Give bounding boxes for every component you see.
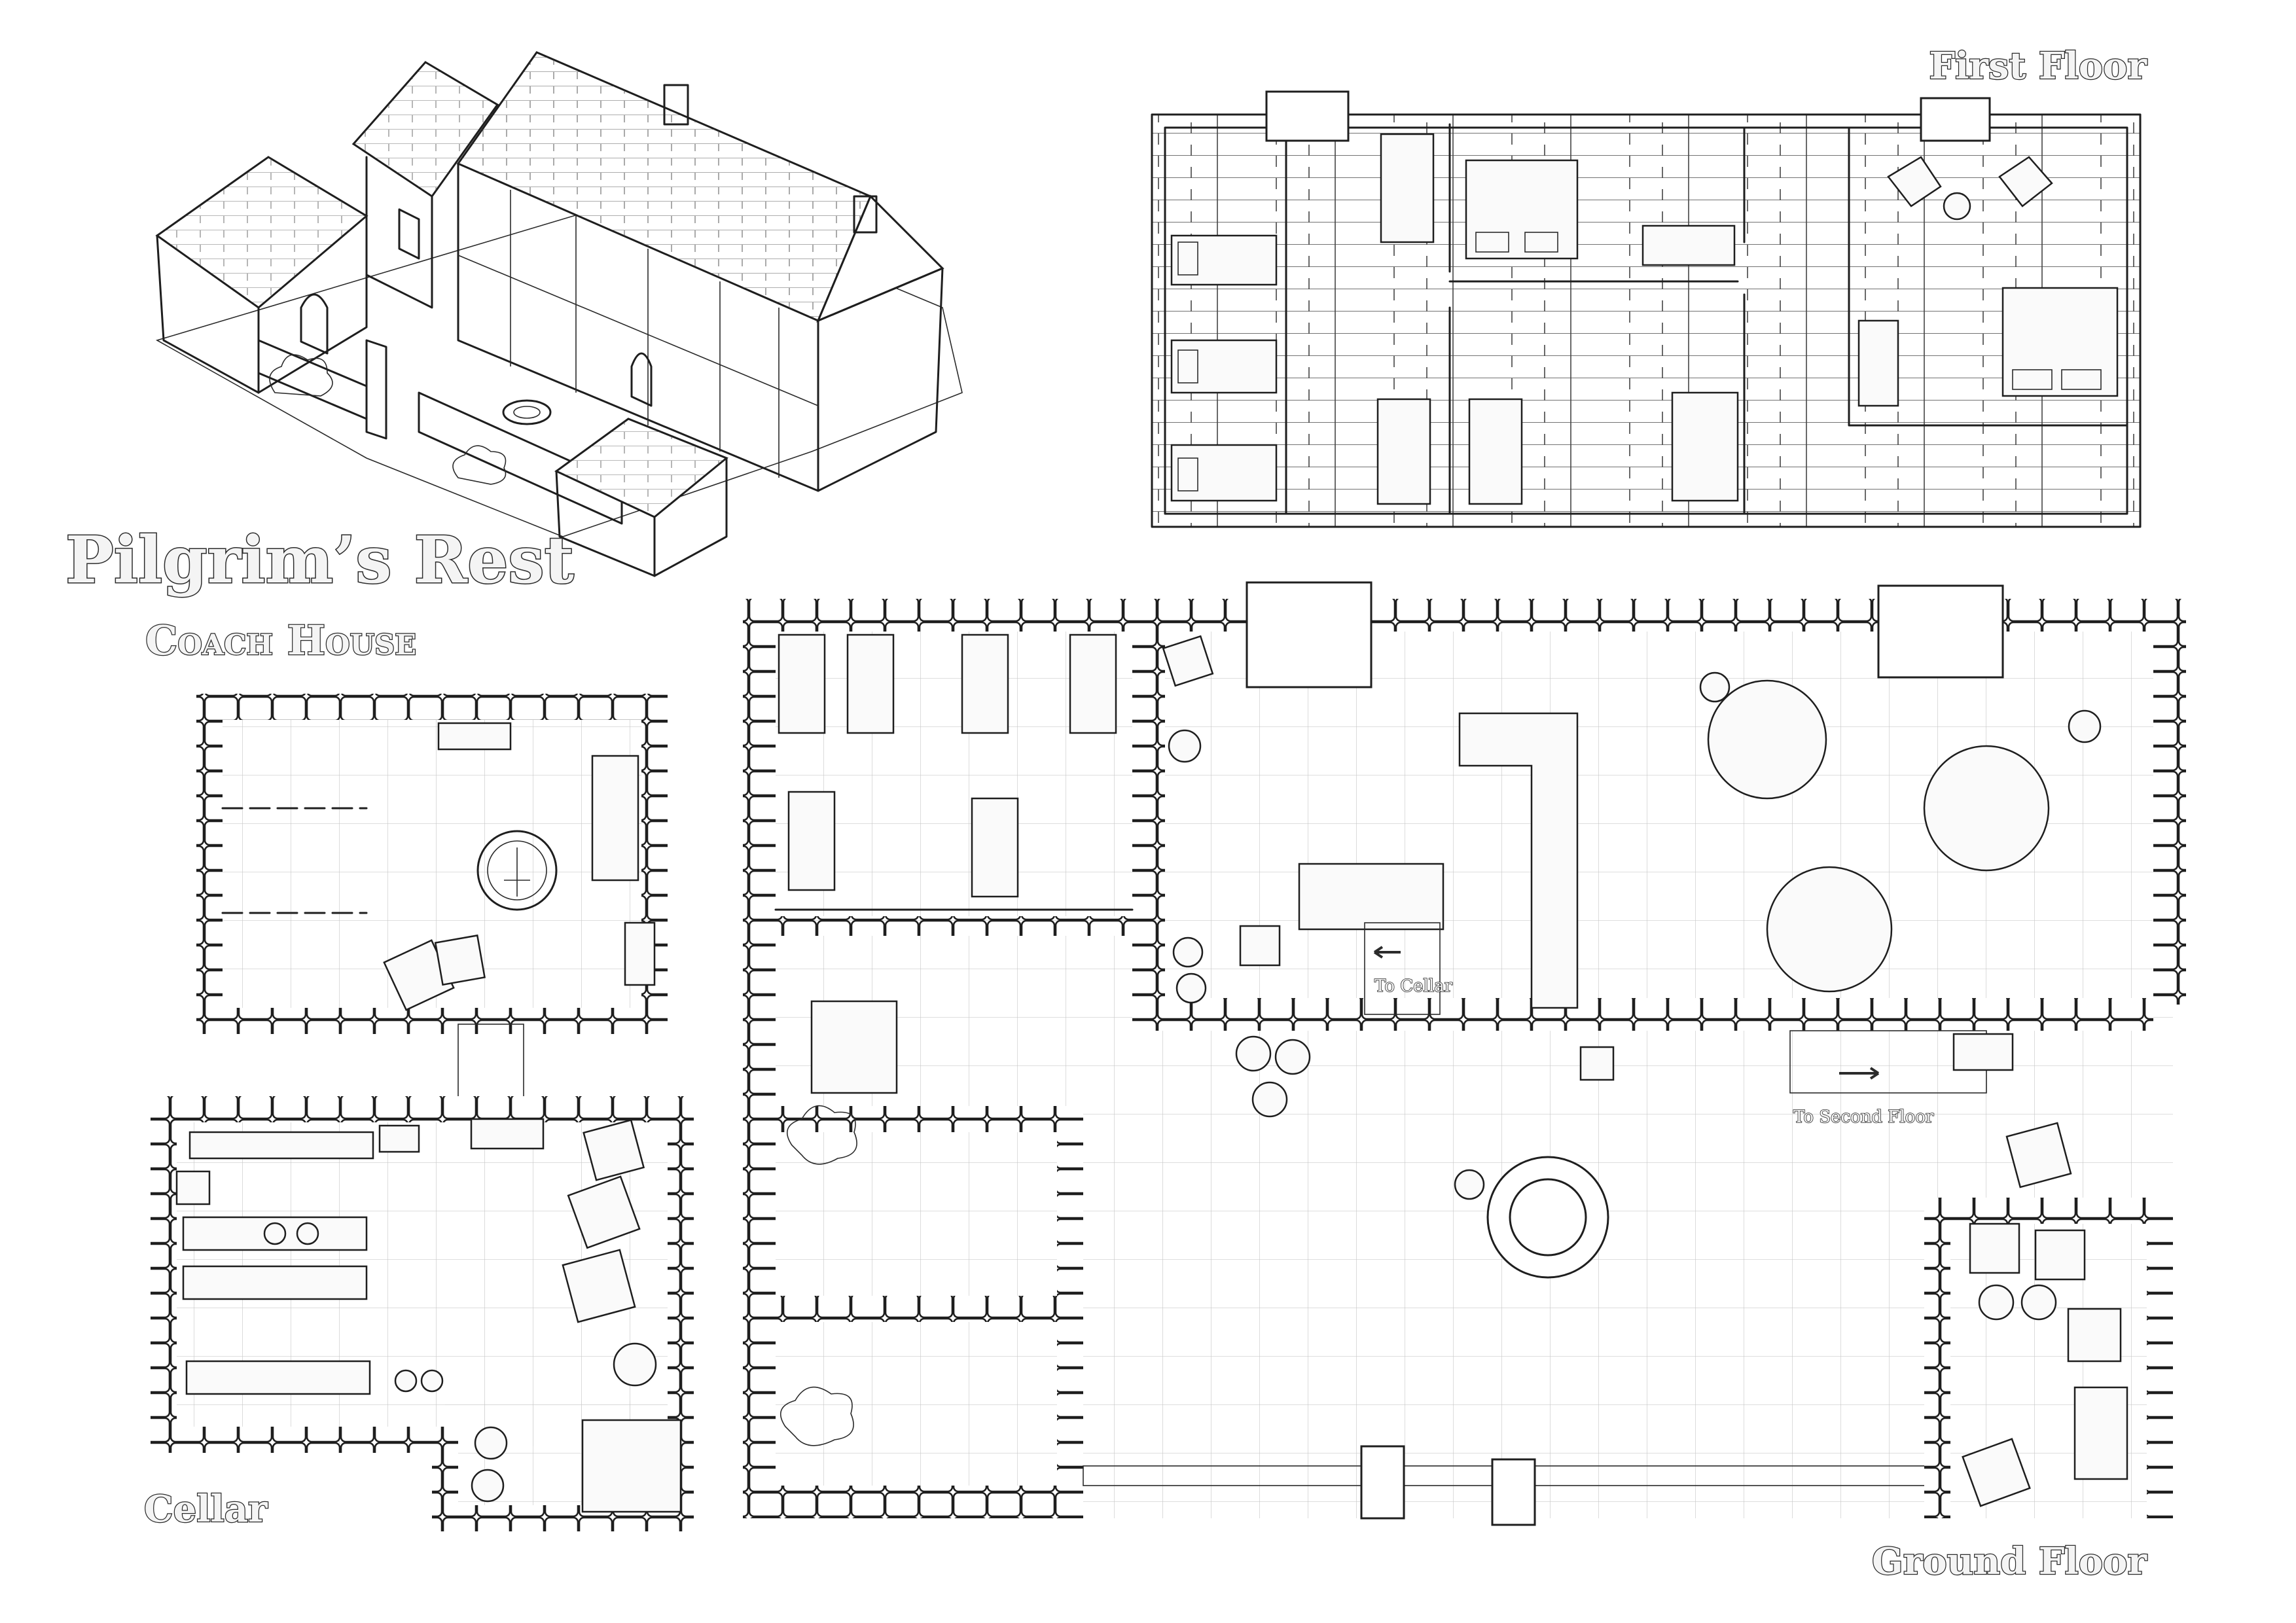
to-second-floor-marker: To Second Floor (1793, 1067, 1935, 1128)
to-second-floor-label: To Second Floor (1793, 1107, 1934, 1127)
main-door (630, 352, 653, 407)
stairs-to-second-floor (1789, 1030, 2014, 1094)
taproom-hearth (1877, 584, 2004, 679)
to-cellar-marker: To Cellar (1373, 946, 1453, 997)
well (502, 399, 552, 425)
map-title: Pilgrim’s Rest (65, 523, 574, 598)
gate-post (1360, 1445, 1405, 1520)
stairs-to-cellar (1364, 922, 1441, 1015)
arrow-right-icon (1839, 1067, 1880, 1080)
stable-wall (776, 1296, 1070, 1322)
arrow-left-icon (1373, 946, 1401, 959)
courtyard-well (1486, 1156, 1609, 1279)
ground-floor-label: Ground Floor (1872, 1540, 2147, 1583)
to-cellar-label: To Cellar (1374, 976, 1453, 996)
taproom-south-wall (1132, 998, 2153, 1031)
kitchen-hearth (1246, 581, 1372, 688)
chimney (853, 195, 878, 234)
ritual-circle (476, 830, 558, 911)
west-wall (743, 599, 776, 1515)
round-table (1699, 671, 2102, 993)
table (591, 755, 639, 882)
first-floor-plan (1151, 90, 2142, 528)
east-wall (2153, 599, 2186, 1005)
coach-house-plan (196, 694, 668, 1110)
bar-counter (1458, 712, 1579, 1009)
first-floor-label: First Floor (1929, 45, 2147, 88)
ground-floor-plan (743, 581, 2186, 1526)
cellar-plan (151, 1096, 694, 1531)
gate-post (1491, 1458, 1536, 1526)
stable-wall (776, 1106, 1070, 1132)
cellar-label: Cellar (144, 1488, 268, 1531)
map-subtitle: Coach House (145, 616, 416, 664)
hearth (1265, 90, 1350, 142)
hearth (1920, 97, 1991, 142)
chimney (663, 84, 689, 126)
isometric-view (155, 51, 963, 577)
